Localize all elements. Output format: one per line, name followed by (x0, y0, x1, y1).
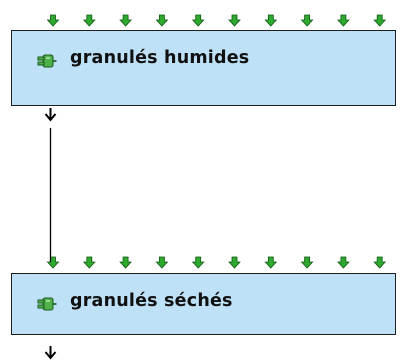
component-icon (37, 54, 57, 68)
node-granules-seches[interactable]: granulés séchés (11, 273, 396, 335)
input-port-icon[interactable] (373, 256, 387, 269)
node-label: granulés humides (70, 48, 250, 68)
input-ports-node-1 (46, 14, 387, 27)
input-port-icon[interactable] (46, 256, 60, 269)
input-port-icon[interactable] (228, 256, 241, 269)
node-granules-humides[interactable]: granulés humides (11, 30, 396, 106)
input-port-icon[interactable] (300, 256, 314, 269)
component-icon (37, 297, 57, 311)
input-port-icon[interactable] (191, 14, 205, 27)
input-port-icon[interactable] (191, 256, 205, 269)
input-port-icon[interactable] (336, 256, 350, 269)
input-port-icon[interactable] (46, 14, 60, 27)
input-port-icon[interactable] (155, 14, 169, 27)
output-port-icon[interactable] (44, 351, 57, 360)
input-port-icon[interactable] (155, 256, 169, 269)
input-ports-node-2 (46, 256, 387, 269)
input-port-icon[interactable] (82, 256, 96, 269)
input-port-icon[interactable] (300, 14, 314, 27)
output-port-node-1[interactable] (44, 108, 57, 122)
input-port-icon[interactable] (264, 14, 278, 27)
input-port-icon[interactable] (373, 14, 387, 27)
input-port-icon[interactable] (119, 14, 133, 27)
input-port-icon[interactable] (228, 14, 241, 27)
input-port-icon[interactable] (119, 256, 133, 269)
output-port-icon[interactable] (44, 113, 57, 122)
node-label: granulés séchés (70, 291, 233, 311)
input-port-icon[interactable] (82, 14, 96, 27)
input-port-icon[interactable] (264, 256, 278, 269)
output-port-node-2[interactable] (44, 346, 57, 360)
input-port-icon[interactable] (336, 14, 350, 27)
